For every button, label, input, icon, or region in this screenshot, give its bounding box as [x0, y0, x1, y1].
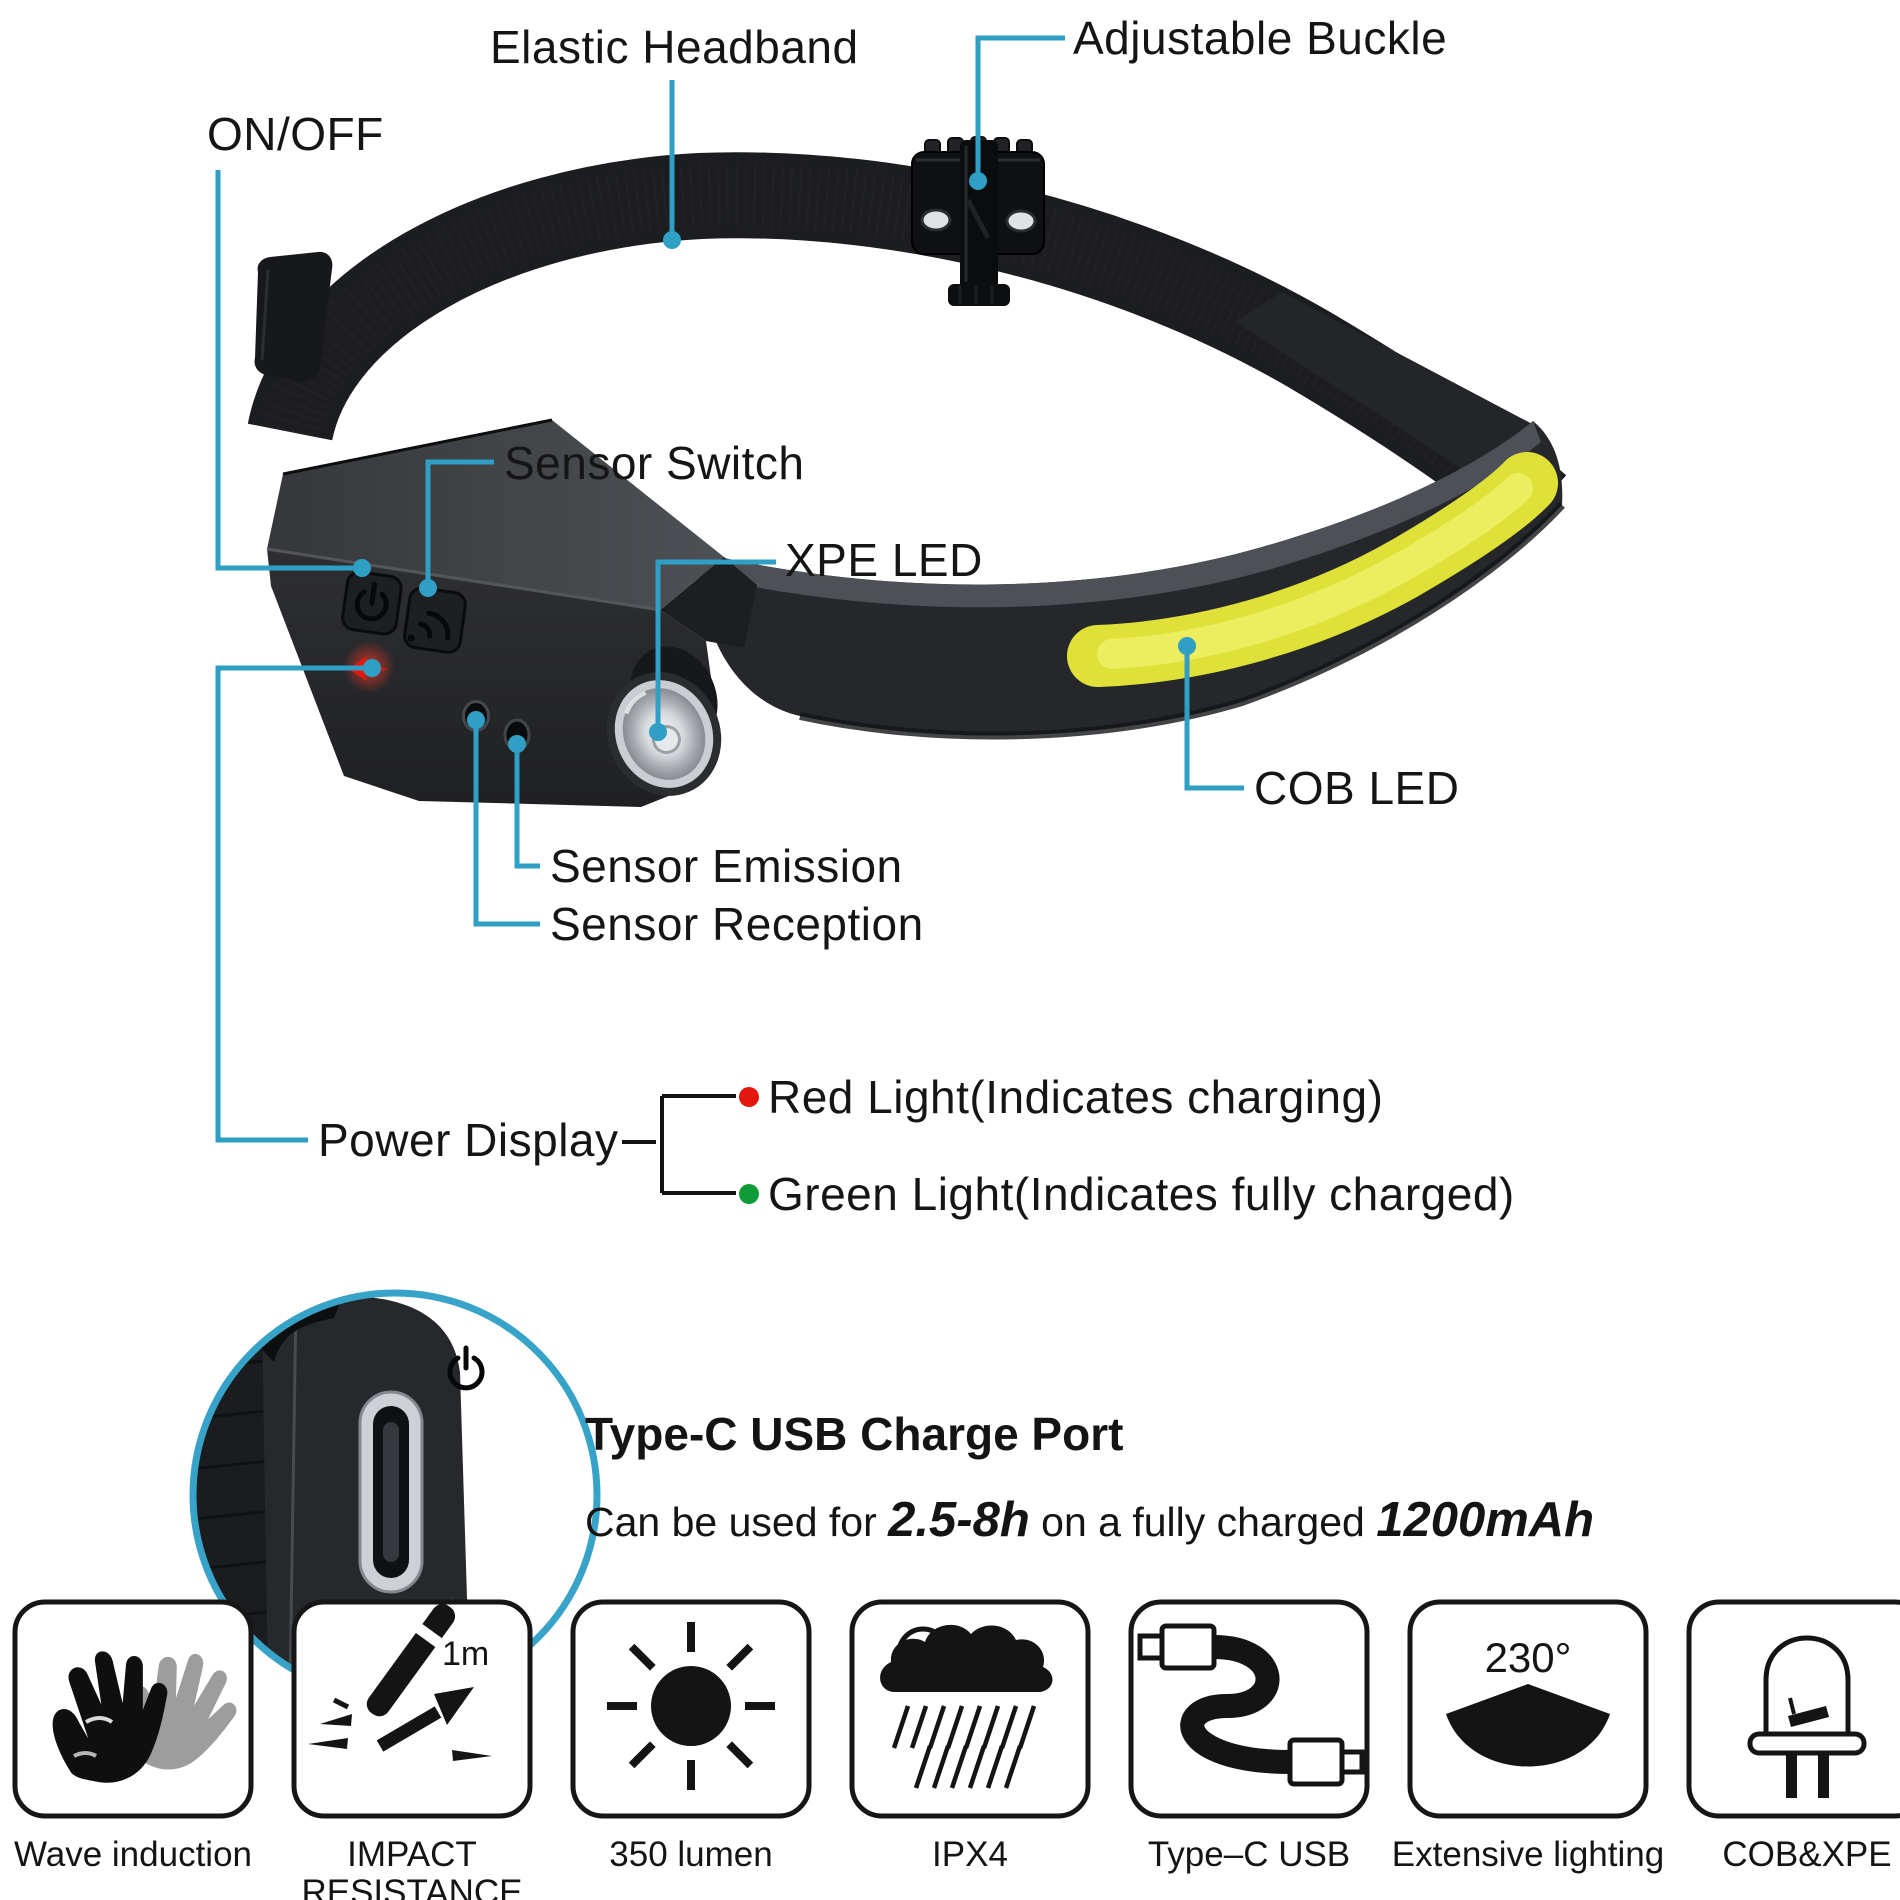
- impact-height-badge: 1m: [442, 1635, 489, 1673]
- extensive-lighting-icon: 230°: [1446, 1634, 1610, 1767]
- usb-c-port: [358, 1390, 424, 1594]
- impact-line1: IMPACT: [347, 1835, 477, 1874]
- on-off-line: [215, 170, 358, 571]
- impact-line2: RESISTANCE: [301, 1873, 523, 1900]
- on-off-label: ON/OFF: [207, 108, 384, 160]
- red-light-bullet: [739, 1087, 759, 1107]
- power-display-label: Power Display: [318, 1114, 619, 1166]
- sensor-switch-button: [403, 586, 467, 654]
- sensor-reception-label: Sensor Reception: [550, 898, 924, 950]
- callout-dots: [353, 172, 1196, 753]
- lamp-housing-top-face: [267, 420, 724, 610]
- inset-duration: 2.5-8h: [888, 1493, 1030, 1547]
- power-button: [341, 570, 403, 636]
- inset-title: Type-C USB Charge Port: [585, 1408, 1124, 1460]
- ipx4-rain-icon: [880, 1624, 1053, 1789]
- wave-sensor-icon: [407, 610, 451, 642]
- inset-body-mid: on a fully charged: [1029, 1499, 1377, 1545]
- impact-resistance-icon: 1m: [308, 1604, 492, 1761]
- sensor-switch-label: Sensor Switch: [504, 437, 805, 489]
- feature-label-ipx4: IPX4: [932, 1835, 1008, 1874]
- cob-led-line: [1184, 646, 1244, 791]
- xpe-led-label: XPE LED: [785, 534, 983, 586]
- beam-angle-badge: 230°: [1485, 1634, 1572, 1681]
- sensor-emission-line: [514, 742, 540, 869]
- cob-led-label: COB LED: [1254, 762, 1460, 814]
- inset-power-icon: [447, 1345, 485, 1391]
- adjustable-buckle-line: [975, 35, 1065, 178]
- green-light-bullet: [739, 1184, 759, 1204]
- usb-cable-icon: [1137, 1623, 1365, 1787]
- wave-induction-icon: [41, 1638, 249, 1792]
- sensor-emission-label: Sensor Emission: [550, 840, 903, 892]
- power-icon: [354, 581, 389, 622]
- xpe-led-line: [655, 559, 776, 728]
- headband-front-band: [697, 421, 1565, 740]
- power-display-bracket: [622, 1094, 736, 1195]
- power-display-line: [215, 665, 368, 1143]
- feature-label-type-c-usb: Type–C USB: [1147, 1835, 1351, 1874]
- callout-lines: [215, 35, 1244, 1143]
- feature-label-extensive-lighting: Extensive lighting: [1391, 1835, 1665, 1874]
- red-light-label: Red Light(Indicates charging): [768, 1071, 1384, 1123]
- inset-body: Can be used for 2.5-8h on a fully charge…: [585, 1492, 1594, 1548]
- adjustable-buckle-label: Adjustable Buckle: [1073, 12, 1448, 64]
- led-bulb-icon: [1747, 1635, 1867, 1798]
- feature-label-lumen: 350 lumen: [609, 1835, 773, 1874]
- inset-body-prefix: Can be used for: [585, 1499, 889, 1545]
- sensor-reception-line: [473, 722, 540, 927]
- green-light-label: Green Light(Indicates fully charged): [768, 1168, 1515, 1220]
- sensor-switch-line: [425, 459, 494, 584]
- lumen-sun-icon: [607, 1622, 775, 1790]
- feature-label-wave-induction: Wave induction: [14, 1835, 252, 1874]
- feature-label-cob-xpe: COB&XPE: [1722, 1835, 1892, 1874]
- inset-capacity: 1200mAh: [1376, 1493, 1595, 1547]
- left-strap-clip: [254, 251, 333, 383]
- elastic-headband-label: Elastic Headband: [490, 21, 859, 73]
- lamp-housing: [266, 418, 757, 807]
